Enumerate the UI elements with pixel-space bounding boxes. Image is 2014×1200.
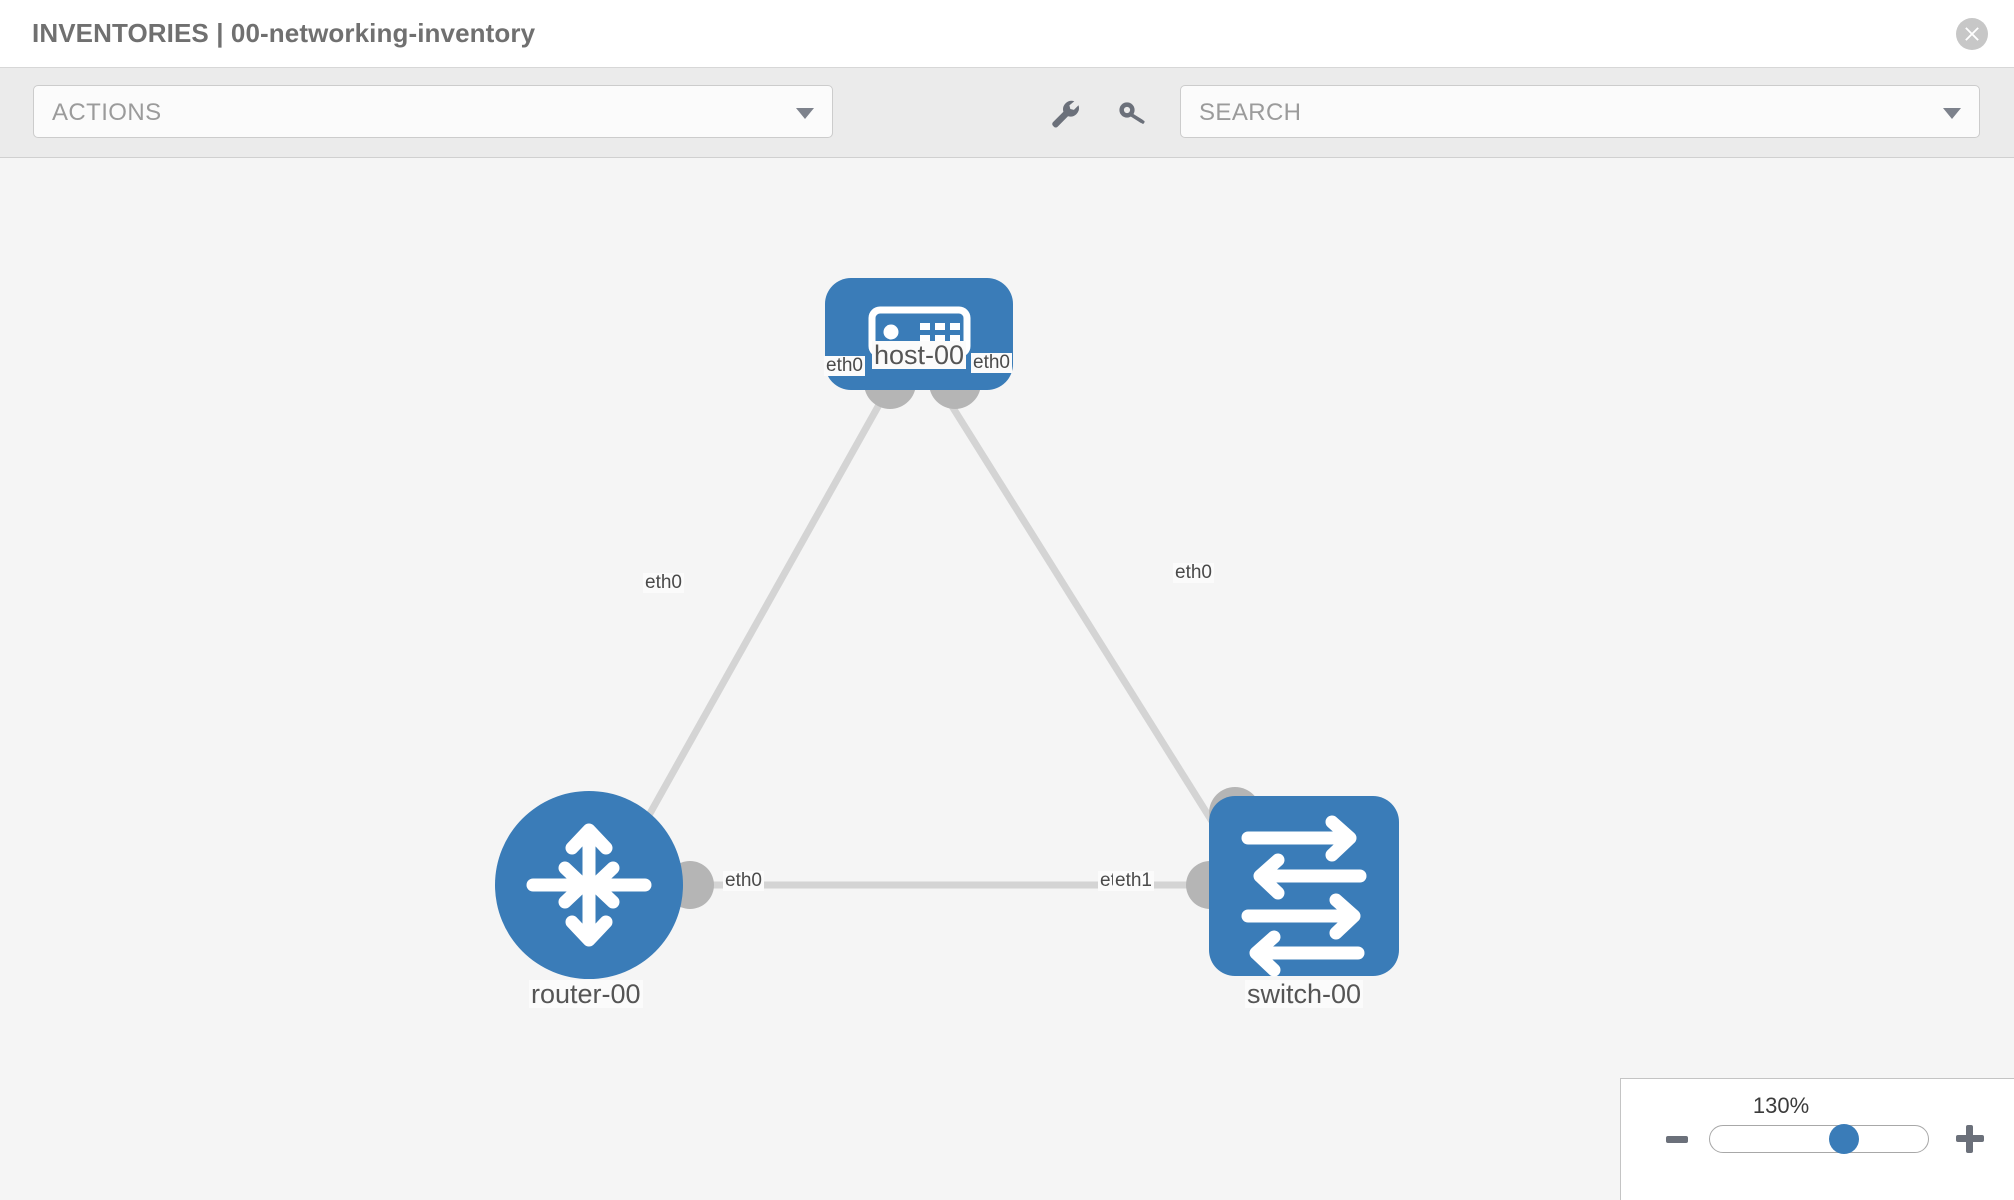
actions-dropdown[interactable]: ACTIONS <box>33 85 833 138</box>
node-switch-00 <box>1209 796 1399 977</box>
edge-host00-switch00 <box>947 401 1238 860</box>
zoom-level-value: 130% <box>1752 1093 1810 1118</box>
page-header: INVENTORIES | 00-networking-inventory <box>0 0 2014 68</box>
plus-icon[interactable] <box>1956 1125 1984 1153</box>
switch-arrows-icon <box>1241 815 1367 977</box>
node-router-00 <box>495 791 683 979</box>
iface-label-router00-eth0: eth0 <box>723 870 764 891</box>
topology-canvas[interactable]: host-00 router-00 switch-00 eth0 eth0 et… <box>0 158 2014 1200</box>
zoom-slider-thumb[interactable] <box>1829 1124 1859 1154</box>
zoom-control-panel: 130% <box>1620 1078 2014 1200</box>
iface-label-host00-eth0-left: eth0 <box>824 355 865 376</box>
node-label-router-00: router-00 <box>529 979 643 1009</box>
topology-edges <box>621 401 1238 889</box>
topology-graph <box>495 278 1399 979</box>
chevron-down-icon <box>796 108 814 119</box>
iface-label-switch00-eth1: eth1 <box>1113 870 1154 891</box>
page-title: INVENTORIES | 00-networking-inventory <box>32 18 536 48</box>
iface-label-router00-uplink-eth0: eth0 <box>643 572 684 593</box>
key-icon[interactable] <box>1114 96 1150 132</box>
router-arrows-icon <box>526 823 652 947</box>
node-label-host-00: host-00 <box>872 340 967 370</box>
search-input[interactable]: SEARCH <box>1180 85 1980 138</box>
actions-dropdown-label: ACTIONS <box>52 99 162 126</box>
node-label-switch-00: switch-00 <box>1245 979 1364 1009</box>
topology-ports <box>666 357 1261 909</box>
wrench-icon[interactable] <box>1047 96 1083 132</box>
search-placeholder: SEARCH <box>1199 99 1302 126</box>
minus-icon[interactable] <box>1666 1136 1688 1143</box>
zoom-slider-track[interactable] <box>1709 1125 1929 1153</box>
search-chevron-down-icon[interactable] <box>1943 108 1961 119</box>
close-icon[interactable] <box>1956 18 1988 50</box>
iface-label-switch00-uplink-eth0: eth0 <box>1173 562 1214 583</box>
toolbar: ACTIONS SEARCH <box>0 68 2014 158</box>
edge-host00-router00 <box>621 401 884 860</box>
iface-label-host00-eth0-right: eth0 <box>971 352 1012 373</box>
